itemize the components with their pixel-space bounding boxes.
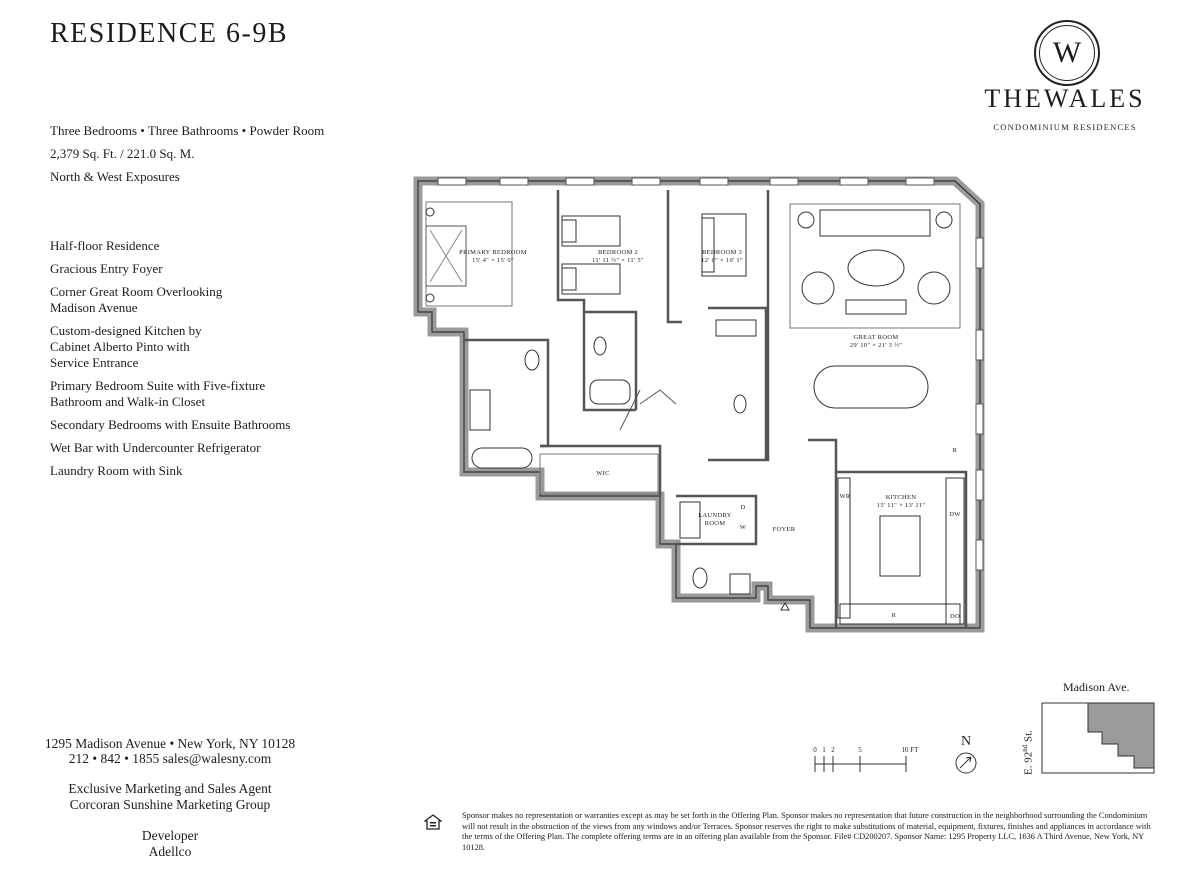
room-label: BEDROOM 3 bbox=[702, 249, 742, 256]
feature-item: Wet Bar with Undercounter Refrigerator bbox=[50, 440, 261, 455]
compass-north-label: N bbox=[961, 734, 971, 749]
wic-label: WIC bbox=[596, 470, 610, 477]
room-dims: 12' 0" × 10' 1" bbox=[701, 257, 743, 264]
agent-label: Exclusive Marketing and Sales Agent bbox=[68, 781, 272, 796]
legal-disclaimer: Sponsor makes no representation or warra… bbox=[462, 811, 1151, 852]
dryer-label: D bbox=[741, 504, 746, 511]
developer-label: Developer bbox=[141, 828, 199, 843]
feature-item: Secondary Bedrooms with Ensuite Bathroom… bbox=[50, 417, 291, 432]
wine-fridge-label: WR bbox=[839, 493, 850, 500]
scale-tick-label: 1 bbox=[822, 746, 826, 754]
room-dims: 15' 4" × 15' 0" bbox=[472, 257, 514, 264]
street-label: E. 92nd St. bbox=[1021, 730, 1035, 775]
feature-item: Laundry Room with Sink bbox=[50, 463, 183, 478]
scale-bar bbox=[814, 756, 907, 772]
feature-item: Corner Great Room Overlooking Madison Av… bbox=[50, 284, 223, 315]
scale-tick-label: 5 bbox=[858, 746, 862, 754]
contact-phone-email: 212 • 842 • 1855 sales@walesny.com bbox=[68, 751, 272, 766]
entry-marker bbox=[780, 601, 790, 611]
feature-item: Gracious Entry Foyer bbox=[50, 261, 163, 276]
feature-item: Half-floor Residence bbox=[50, 238, 160, 253]
scale-tick-label: 2 bbox=[831, 746, 835, 754]
room-label: PRIMARY BEDROOM bbox=[459, 249, 527, 256]
feature-item: Custom-designed Kitchen by Cabinet Alber… bbox=[50, 323, 202, 370]
room-label: BEDROOM 2 bbox=[598, 249, 638, 256]
laundry-label: LAUNDRY bbox=[698, 512, 732, 519]
dishwasher-label: DW bbox=[949, 511, 961, 518]
spec-exposures: North & West Exposures bbox=[50, 169, 180, 184]
laundry-label: ROOM bbox=[705, 520, 726, 527]
logo-emblem bbox=[1034, 20, 1100, 86]
room-dims: 29' 10" × 21' 3 ½" bbox=[850, 342, 903, 349]
scale-tick-label: 0 bbox=[813, 746, 817, 754]
equal-housing-icon bbox=[424, 814, 442, 830]
room-dims: 11' 11 ½" × 11' 5" bbox=[592, 257, 644, 264]
spec-rooms: Three Bedrooms • Three Bathrooms • Powde… bbox=[50, 123, 325, 138]
page-title: RESIDENCE 6-9B bbox=[50, 18, 288, 49]
feature-item: Primary Bedroom Suite with Five-fixture … bbox=[50, 378, 266, 409]
avenue-label: Madison Ave. bbox=[1063, 680, 1130, 694]
fridge-label: R bbox=[892, 612, 897, 619]
developer-name: Adellco bbox=[148, 844, 192, 859]
spec-area: 2,379 Sq. Ft. / 221.0 Sq. M. bbox=[50, 146, 195, 161]
brand-name: THEWALES bbox=[984, 84, 1146, 113]
foyer-label: FOYER bbox=[773, 526, 796, 533]
washer-label: W bbox=[740, 524, 747, 531]
room-dims: 15' 11" × 13' 11" bbox=[877, 502, 925, 509]
logo-monogram: W bbox=[1052, 36, 1082, 69]
key-map bbox=[1041, 702, 1155, 774]
window bbox=[437, 177, 984, 571]
brand-tagline: CONDOMINIUM RESIDENCES bbox=[993, 122, 1137, 132]
room-label: KITCHEN bbox=[886, 494, 917, 501]
contact-address: 1295 Madison Avenue • New York, NY 10128 bbox=[44, 736, 296, 751]
bar-fridge-label: R bbox=[953, 447, 958, 454]
scale-tick-label: 10 FT bbox=[902, 746, 920, 754]
double-oven-label: DO bbox=[950, 613, 960, 620]
room-label: GREAT ROOM bbox=[854, 334, 899, 341]
agent-name: Corcoran Sunshine Marketing Group bbox=[69, 797, 271, 812]
compass-icon bbox=[955, 752, 977, 774]
